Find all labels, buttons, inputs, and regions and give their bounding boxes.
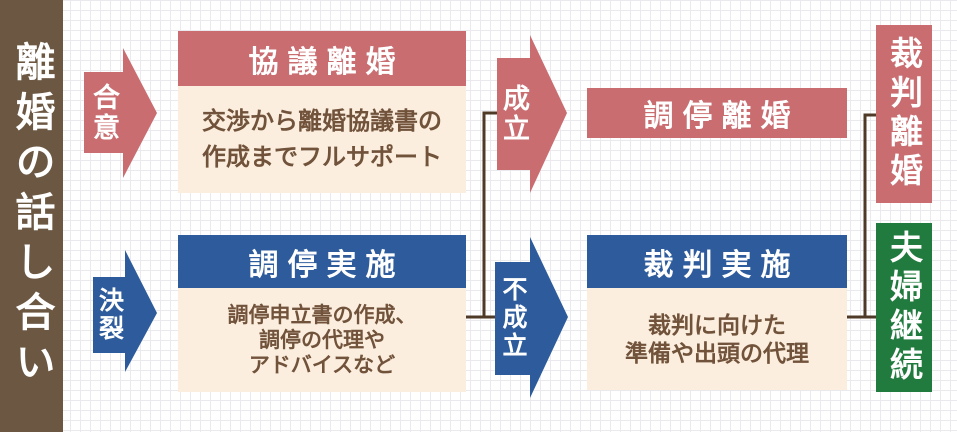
marriage-continues-label: 夫婦継続: [885, 229, 923, 386]
description-line: 準備や出頭の代理: [625, 340, 809, 366]
settled-arrow-shape: [497, 35, 567, 193]
mediated-divorce-label: 調停離婚: [587, 88, 847, 138]
trial-divorce-label: 裁判離婚: [885, 36, 923, 192]
mediation-description: 調停申立書の作成、 調停の代理や アドバイスなど: [178, 288, 466, 392]
agree-arrow-shape: [84, 48, 157, 178]
mediated-divorce-box: 調停離婚: [587, 88, 847, 138]
trial-description: 裁判に向けた 準備や出頭の代理: [587, 288, 847, 390]
description-line: 交渉から離婚協議書の: [202, 107, 442, 135]
left-connector-lines: [466, 111, 497, 319]
breakdown-arrow-shape: [93, 250, 157, 372]
description-line: 作成までフルサポート: [202, 143, 442, 171]
right-connector-lines: [847, 113, 876, 319]
agree-arrow-label: 合意: [89, 83, 119, 143]
mediation-header: 調停実施: [178, 235, 466, 288]
trial-divorce-box: 裁判離婚: [876, 25, 932, 203]
mediation-box: 調停実施 調停申立書の作成、 調停の代理や アドバイスなど: [178, 235, 466, 392]
trial-box: 裁判実施 裁判に向けた 準備や出頭の代理: [587, 235, 847, 390]
consensual-divorce-header: 協議離婚: [178, 31, 466, 86]
settled-arrow-label: 成立: [499, 84, 529, 144]
not-settled-arrow-shape: [495, 237, 568, 398]
description-line: 調停の代理や: [259, 328, 385, 352]
breakdown-arrow-label: 決裂: [95, 287, 124, 343]
consensual-divorce-description: 交渉から離婚協議書の 作成までフルサポート: [178, 86, 466, 193]
description-line: 調停申立書の作成、: [227, 303, 417, 327]
description-line: 裁判に向けた: [648, 312, 786, 338]
consensual-divorce-box: 協議離婚 交渉から離婚協議書の 作成までフルサポート: [178, 31, 466, 193]
marriage-continues-box: 夫婦継続: [876, 223, 932, 392]
not-settled-arrow-label: 不成立: [499, 276, 527, 360]
trial-header: 裁判実施: [587, 235, 847, 288]
sidebar-title-bar: 離婚の話し合い: [0, 0, 63, 432]
diagram-title: 離婚の話し合い: [9, 41, 54, 391]
description-line: アドバイスなど: [248, 353, 396, 377]
